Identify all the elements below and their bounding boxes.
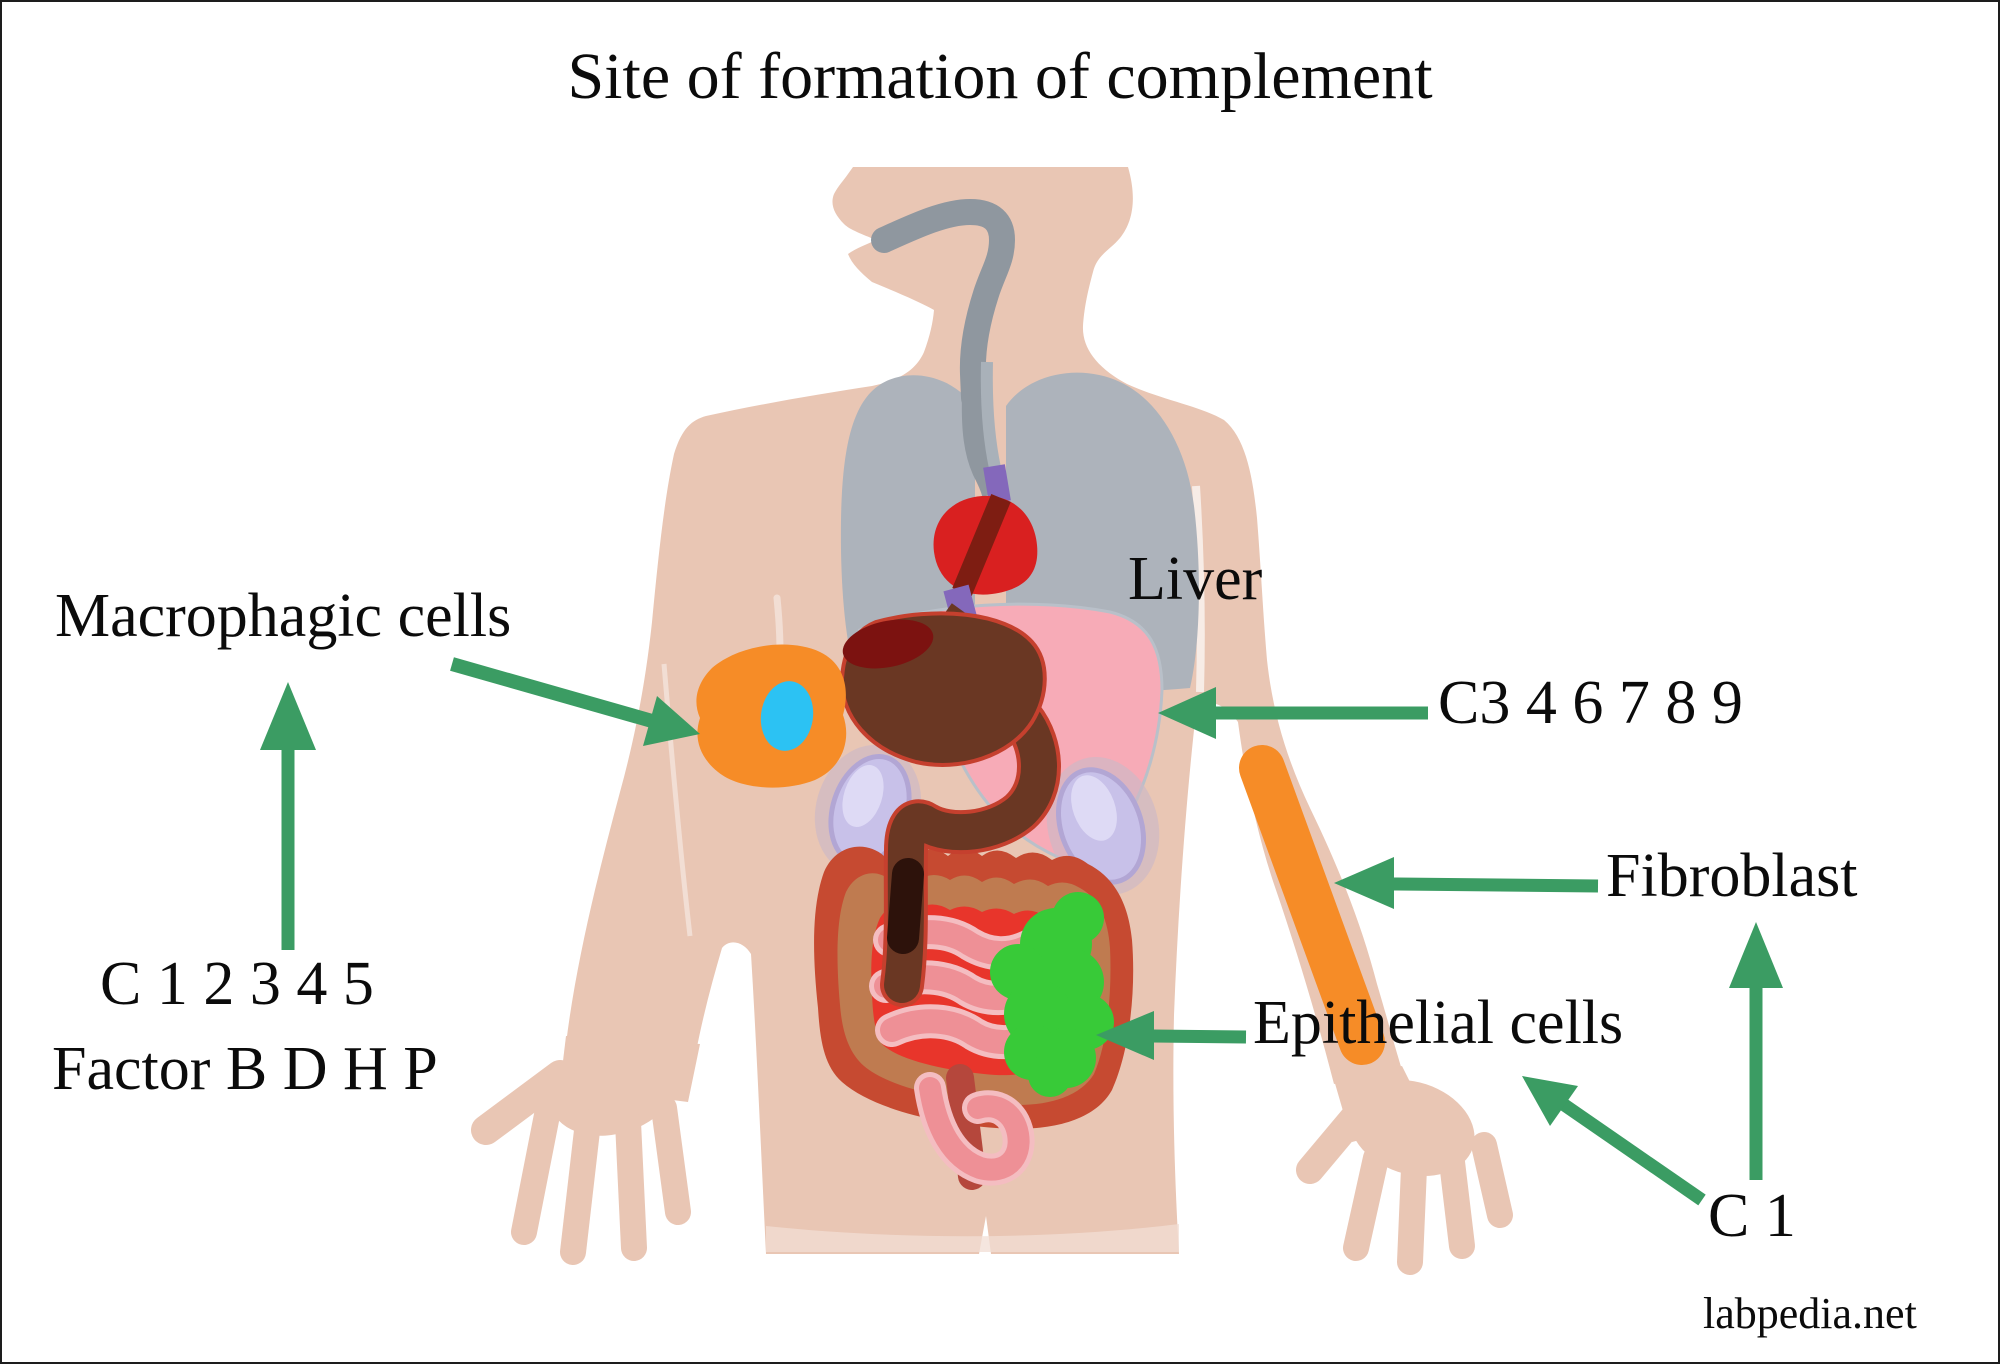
stomach	[839, 611, 1061, 1007]
right-thumb	[1296, 1094, 1376, 1184]
duodenum-dark-segment	[887, 858, 924, 954]
label-macrophage-components-line1: C 1 2 3 4 5	[100, 950, 374, 1018]
stomach-fundus	[842, 619, 934, 669]
arrow-c1-to-fibroblast	[1729, 922, 1783, 1180]
label-macrophage-components-line2: Factor B D H P	[52, 1035, 438, 1103]
esophagus-curve	[871, 198, 1016, 411]
epithelial-cells-marker	[990, 892, 1114, 1097]
torso-hem-shade	[766, 1224, 1179, 1252]
arrow-fibroblast-label-to-bar	[1334, 857, 1599, 909]
page-title: Site of formation of complement	[567, 40, 1433, 113]
arrow-c1-to-epithelial	[1522, 1076, 1706, 1206]
right-arm-crease	[1192, 485, 1205, 693]
macrophage-cell	[696, 644, 847, 788]
left-hand	[471, 1034, 700, 1265]
label-fibroblast: Fibroblast	[1606, 842, 1858, 910]
label-macrophagic-cells: Macrophagic cells	[55, 582, 512, 650]
label-liver-components: C3 4 6 7 8 9	[1438, 669, 1743, 737]
arrow-epithelial-label-to-blob	[1096, 1011, 1247, 1060]
macrophage-nucleus	[760, 681, 814, 751]
arrow-c3-to-liver	[1158, 687, 1428, 739]
right-hand	[1296, 1066, 1513, 1275]
label-liver: Liver	[1128, 545, 1263, 613]
fibroblast-marker	[1239, 745, 1385, 1065]
left-thumb	[471, 1060, 575, 1145]
trachea-highlight	[980, 361, 1001, 470]
label-c1: C 1	[1708, 1182, 1796, 1250]
watermark: labpedia.net	[1703, 1289, 1917, 1338]
heart-stripe	[952, 493, 1011, 597]
arrow-up-to-macrophagic-label	[260, 682, 316, 950]
annotation-arrows	[260, 657, 1783, 1206]
label-epithelial-cells: Epithelial cells	[1253, 989, 1624, 1057]
vessel-band-upper	[983, 464, 1011, 504]
left-arm-crease	[661, 663, 693, 937]
arrow-macrophagic-to-cell	[450, 657, 700, 746]
armpit-crease	[773, 594, 784, 656]
